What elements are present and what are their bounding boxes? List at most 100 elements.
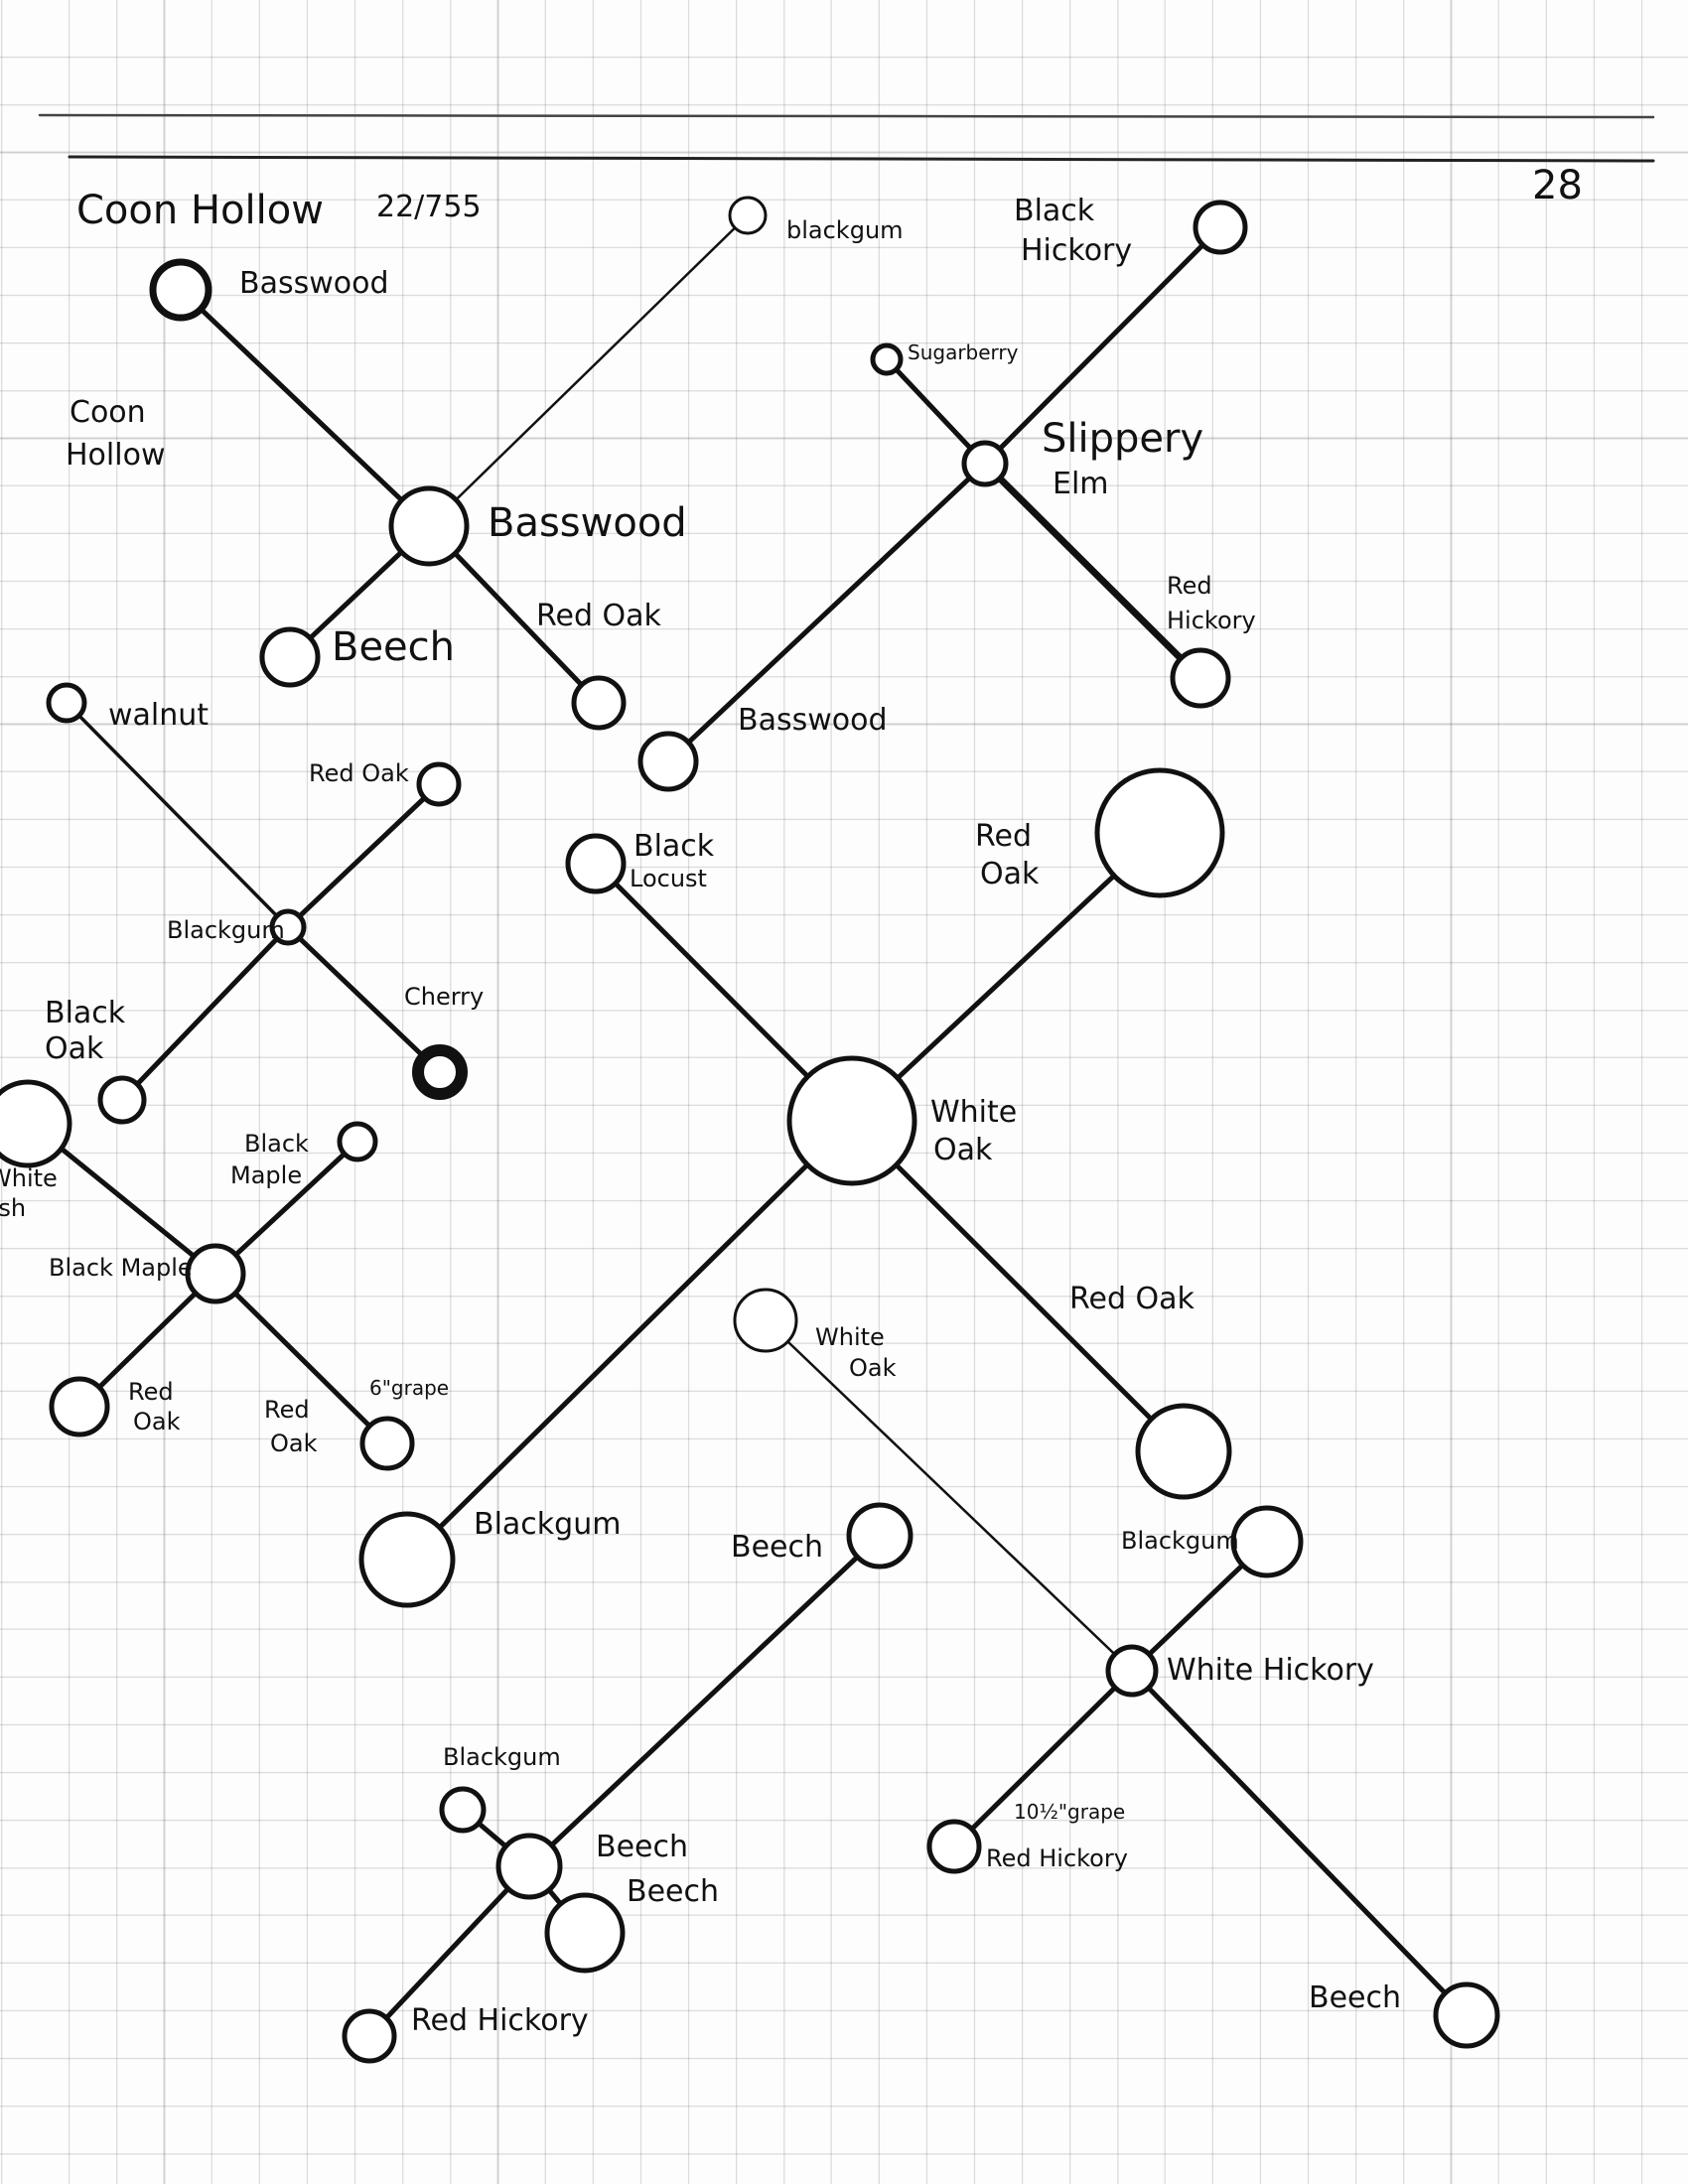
label-black-hickory-2: Hickory bbox=[1021, 233, 1132, 268]
label-beech-lower: Beech bbox=[627, 1874, 719, 1909]
edge bbox=[285, 924, 443, 1075]
tree-node-beech bbox=[1433, 1981, 1500, 2049]
label-blackgum: Blackgum bbox=[167, 916, 285, 944]
label-beech: Beech bbox=[1309, 1980, 1401, 2015]
label-white-ash-2: Ash bbox=[0, 1194, 26, 1222]
top-rule bbox=[38, 113, 1655, 119]
tree-node-grape bbox=[359, 1416, 415, 1471]
label-beech: Beech bbox=[332, 624, 455, 670]
edge bbox=[982, 224, 1223, 467]
tree-node-walnut bbox=[46, 682, 87, 724]
tree-node-red-oak bbox=[416, 761, 462, 807]
label-basswood: Basswood bbox=[738, 703, 888, 738]
tree-node-red-hickory bbox=[342, 2008, 397, 2064]
tree-node-cherry bbox=[412, 1044, 468, 1100]
label-white-oak-2: Oak bbox=[849, 1354, 897, 1382]
label-red-hickory: Red Hickory bbox=[411, 2003, 589, 2038]
edge bbox=[884, 356, 988, 467]
edge bbox=[427, 213, 750, 528]
tree-node-blackgum bbox=[358, 1511, 456, 1608]
tree-node-red-oak-big bbox=[1094, 767, 1225, 898]
tree-node-white-oak bbox=[733, 1288, 798, 1353]
page-number-code: 22/755 bbox=[376, 190, 482, 224]
label-white-oak-2: Oak bbox=[933, 1133, 993, 1167]
label-red-oak-1: Red bbox=[128, 1378, 174, 1406]
side-note-line-2: Hollow bbox=[66, 438, 165, 473]
edge bbox=[212, 1139, 360, 1277]
edge bbox=[119, 924, 291, 1103]
edge bbox=[366, 1863, 532, 2039]
label-red-hickory: Red Hickory bbox=[986, 1844, 1128, 1872]
label-red-hickory-1: Red bbox=[1167, 572, 1212, 600]
edge bbox=[285, 781, 442, 930]
label-slippery-elm-2: Elm bbox=[1053, 467, 1109, 501]
label-beech: Beech bbox=[731, 1530, 823, 1565]
edge bbox=[981, 460, 1204, 682]
label-red-oak: Red Oak bbox=[536, 599, 662, 633]
label-basswood: Basswood bbox=[239, 266, 389, 301]
edge bbox=[426, 523, 602, 706]
tree-node-blackgum bbox=[1230, 1505, 1304, 1578]
label-sugarberry: Sugarberry bbox=[908, 341, 1019, 364]
label-black-maple-1: Black bbox=[244, 1130, 309, 1158]
edge bbox=[1129, 1668, 1470, 2018]
tree-node-basswood bbox=[149, 258, 212, 322]
edge bbox=[404, 1118, 855, 1563]
label-blackgum: Blackgum bbox=[1121, 1527, 1239, 1555]
label-cherry: Cherry bbox=[404, 983, 484, 1011]
tree-node-red-hickory bbox=[1170, 647, 1231, 709]
label-basswood-center: Basswood bbox=[488, 500, 687, 546]
tree-node-black-locust bbox=[565, 833, 627, 894]
edges bbox=[28, 213, 1470, 2039]
edge bbox=[65, 701, 290, 929]
edge bbox=[212, 1271, 390, 1446]
edge bbox=[849, 1118, 1187, 1454]
tree-node-blackgum bbox=[439, 1786, 487, 1834]
tree-node-blackgum-center bbox=[269, 908, 307, 946]
tree-node-slippery-elm bbox=[961, 440, 1009, 487]
tree-node-beech bbox=[846, 1502, 914, 1570]
tree-node-basswood-center bbox=[388, 485, 470, 567]
tree-node-red-hickory bbox=[926, 1819, 982, 1874]
tree-node-white-hickory bbox=[1105, 1644, 1159, 1698]
label-blackgum: blackgum bbox=[786, 216, 904, 244]
edge bbox=[665, 461, 988, 764]
label-beech-center: Beech bbox=[596, 1830, 688, 1864]
side-note-line-1: Coon bbox=[70, 395, 146, 430]
page-number: 28 bbox=[1532, 163, 1583, 208]
page-title: Coon Hollow bbox=[76, 188, 324, 233]
edge bbox=[76, 1271, 218, 1410]
label-red-oak-2: Oak bbox=[270, 1430, 318, 1457]
label-red-oak-big-2: Oak bbox=[980, 857, 1040, 891]
label-black-maple-center: Black Maple bbox=[49, 1254, 193, 1282]
edge bbox=[951, 1668, 1135, 1849]
label-red-oak: Red Oak bbox=[309, 759, 409, 787]
tree-node-blackgum bbox=[728, 196, 768, 235]
label-red-oak-2: Oak bbox=[133, 1408, 181, 1435]
edge bbox=[849, 830, 1163, 1124]
tree-node-white-oak-center bbox=[786, 1055, 917, 1186]
tree-node-red-oak bbox=[571, 675, 627, 731]
label-blackgum: Blackgum bbox=[443, 1743, 561, 1771]
label-red-oak-1: Red bbox=[264, 1396, 310, 1424]
edge bbox=[526, 1533, 883, 1869]
tree-node-basswood bbox=[637, 731, 699, 792]
label-grape: 6"grape bbox=[369, 1376, 449, 1400]
nodes bbox=[0, 196, 1500, 2064]
label-blackgum: Blackgum bbox=[474, 1507, 621, 1542]
labels: Basswood Basswood blackgum Beech Red Oak… bbox=[0, 194, 1401, 2038]
label-black-hickory-1: Black bbox=[1014, 194, 1095, 228]
tree-node-black-hickory bbox=[1193, 200, 1248, 255]
tree-node-beech bbox=[259, 626, 321, 688]
header-rule bbox=[68, 155, 1655, 163]
label-black-maple-2: Maple bbox=[230, 1161, 302, 1189]
label-red-oak-big-1: Red bbox=[975, 819, 1032, 854]
label-white-oak-1: White bbox=[815, 1323, 885, 1351]
label-red-hickory-2: Hickory bbox=[1167, 607, 1256, 634]
tree-node-red-oak bbox=[49, 1376, 110, 1437]
label-slippery-elm-1: Slippery bbox=[1042, 416, 1203, 462]
tree-node-black-maple-center bbox=[185, 1243, 246, 1304]
edge bbox=[764, 1318, 1134, 1673]
label-black-oak-1: Black bbox=[45, 996, 126, 1030]
